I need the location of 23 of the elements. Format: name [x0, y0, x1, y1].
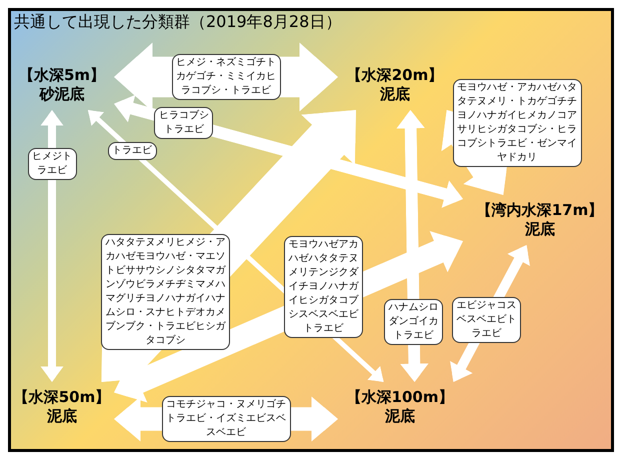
edge-label: ヒメジ・ネズミゴチトカゲゴチ・ミミイカヒラコブシ・トラエビ — [172, 54, 280, 100]
site-heading: 【湾内水深17m】 — [476, 201, 604, 220]
arrow — [40, 110, 64, 382]
edge-label: トラエビ — [108, 142, 157, 160]
bottom-type-label: 泥底 — [47, 407, 77, 426]
title: 共通して出現した分類群（2019年8月28日） — [14, 12, 342, 33]
edge-label: コモチジャコ・ヌメリゴチトラエビ・イズミエビスベスベエビ — [162, 396, 290, 442]
bottom-type-label: 泥底 — [385, 407, 415, 426]
edge-label: モヨウハゼアカハゼハタタテヌメリテンジクダイチヨノハナガイヒシガタコブシスベスベエビトラエビ — [284, 236, 363, 338]
bottom-type-label: 泥底 — [525, 220, 555, 239]
arrow — [441, 110, 509, 195]
bottom-type-label: 砂泥底 — [40, 85, 84, 104]
edge-label: モヨウハゼ・アカハゼハタタテヌメリ・トカゲゴチチヨノハナガイヒメカノコアサリヒシガタコブシ・ヒラコブシトラエビ・ゼンマイヤドカリ — [452, 78, 582, 167]
edge-label: ハナムシロダンゴイカトラエビ — [384, 299, 444, 346]
bottom-type-label: 泥底 — [380, 85, 410, 104]
edge-label: エビジャコスベスベエビトラエビ — [452, 297, 521, 344]
site-heading: 【水深100m】 — [346, 388, 454, 407]
site-heading: 【水深5m】 — [18, 66, 106, 85]
site-heading: 【水深50m】 — [14, 388, 110, 407]
edge-label: ハタタテヌメリヒメジ・アカハゼモヨウハゼ・マエソトビササウシノシタタマガンゾウビラメチヂミマメハマグリチヨノハナガイハナムシロ・スナヒトデオカメブンブク・トラエビヒシガタコブシ — [100, 234, 230, 350]
edge-label: ヒメジトラエビ — [28, 148, 76, 180]
site-heading: 【水深20m】 — [346, 66, 444, 85]
edge-label: ヒラコブシトラエビ — [154, 106, 214, 139]
